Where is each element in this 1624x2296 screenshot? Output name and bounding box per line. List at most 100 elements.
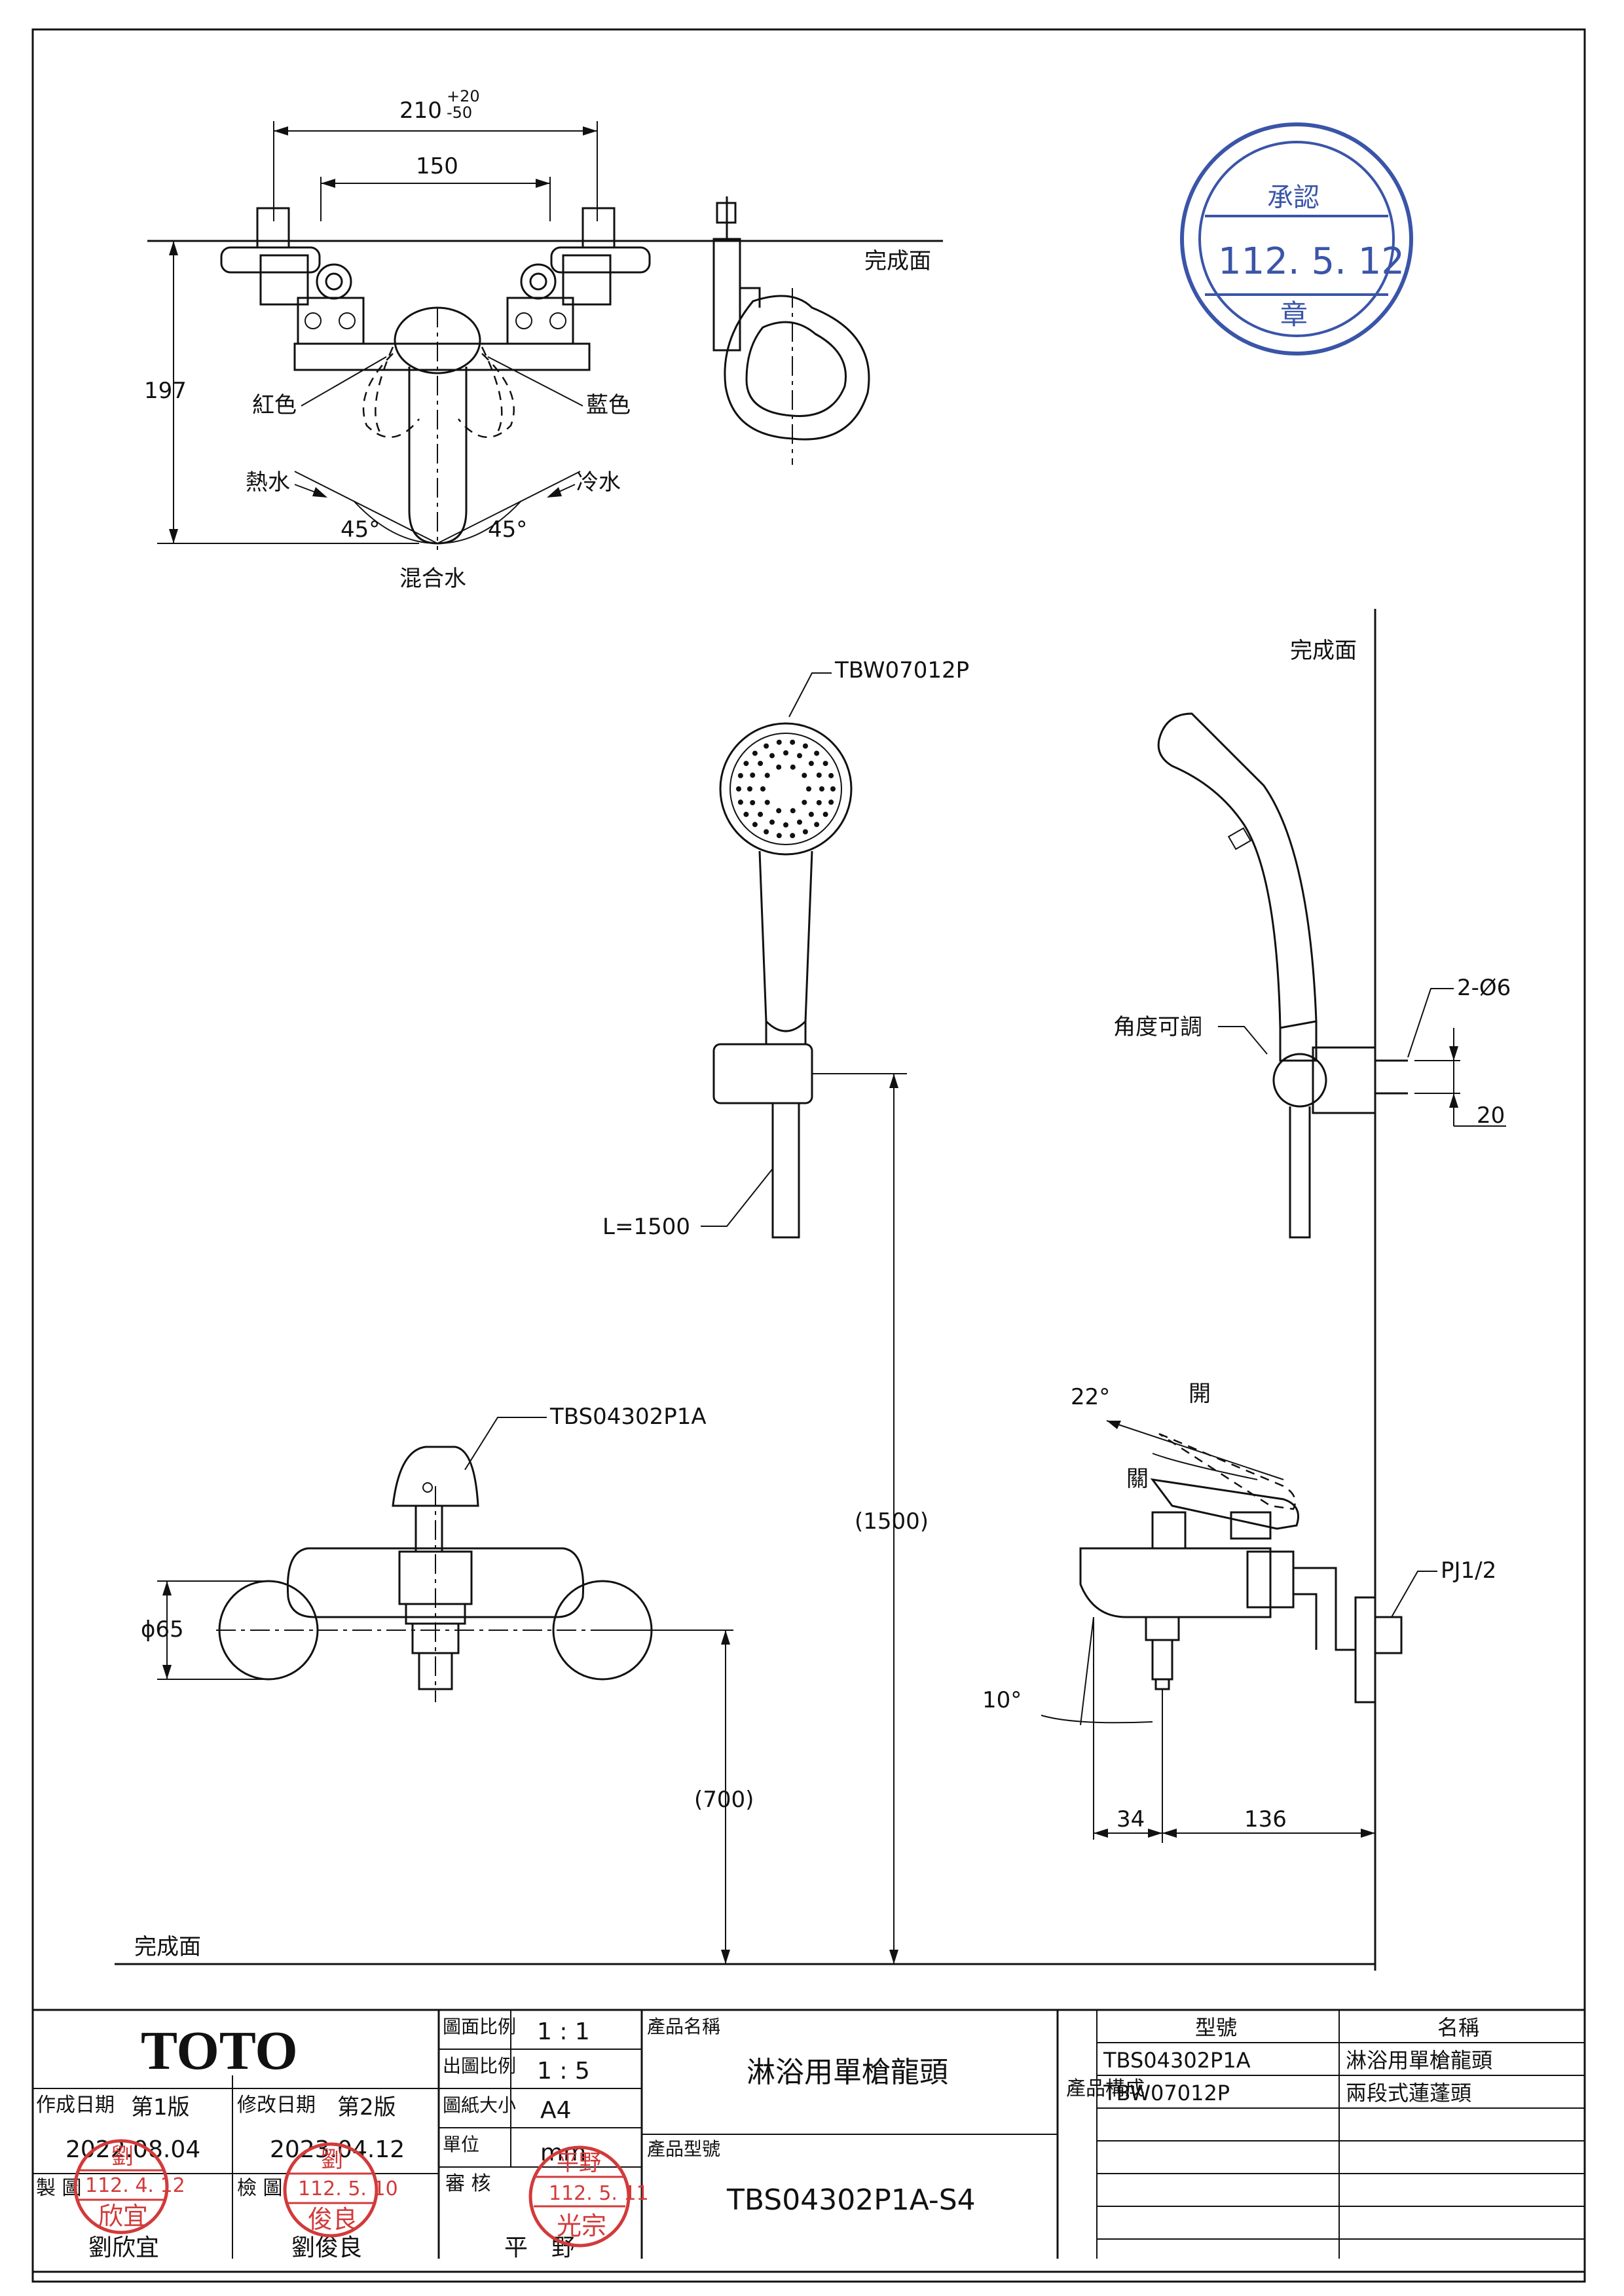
bottom-finished-surface-label: 完成面 — [134, 1934, 201, 1960]
label-mixed: 混合水 — [399, 566, 466, 592]
revised-label: 修改日期 — [237, 2094, 316, 2117]
comp-row-1-name: 淋浴用單槍龍頭 — [1346, 2048, 1492, 2073]
angle-10: 10° — [982, 1687, 1022, 1713]
spray-hole — [790, 764, 796, 770]
product-name-value: 淋浴用單槍龍頭 — [747, 2056, 948, 2089]
angle-adjustable-label: 角度可調 — [1113, 1014, 1202, 1040]
dim-1500: (1500) — [855, 1508, 929, 1535]
spray-hole — [783, 822, 788, 828]
brand-logo: TOTO — [141, 2020, 298, 2081]
pipe-spec: PJ1/2 — [1441, 1558, 1496, 1584]
spray-hole — [802, 799, 807, 805]
faucet-front: TBS04302P1A ϕ65 (700) (1500) — [115, 1073, 1375, 1965]
spray-hole — [776, 808, 782, 814]
review-label: 審 核 — [445, 2172, 491, 2195]
spray-hole — [783, 750, 788, 756]
dim-136: 136 — [1244, 1806, 1287, 1832]
dim-210-tol-minus: -50 — [447, 103, 472, 122]
paper-label: 圖紙大小 — [443, 2094, 516, 2116]
stamp-drawn-name: 欣宜 — [98, 2202, 148, 2231]
spray-hole — [737, 799, 743, 805]
dim-197: 197 — [144, 378, 187, 404]
unit-label: 單位 — [443, 2134, 479, 2155]
dim-phi65: ϕ65 — [141, 1616, 184, 1643]
stamp-drawn: 劉 112. 4. 12 欣宜 — [73, 2139, 185, 2234]
print-scale-value: 1 : 5 — [537, 2058, 590, 2085]
dim-20: 20 — [1477, 1102, 1505, 1129]
spray-hole — [790, 808, 796, 814]
spray-hole — [743, 761, 749, 767]
spray-hole — [797, 753, 802, 759]
spray-hole — [814, 750, 820, 756]
spray-hole — [758, 811, 764, 817]
spray-hole — [814, 822, 820, 828]
spray-hole — [797, 819, 802, 825]
spray-hole — [776, 764, 782, 770]
dim-210: 210 — [399, 98, 442, 124]
stamp-review: 平野 112. 5. 11 光宗 — [528, 2145, 649, 2248]
spray-hole — [750, 800, 756, 805]
stamp-review-surname: 平野 — [557, 2150, 601, 2176]
hand-shower-front: TBW07012P L=1500 — [602, 657, 969, 1240]
angle-right: 45° — [488, 517, 527, 543]
spray-hole — [764, 743, 769, 749]
stamp-checked-name: 俊良 — [308, 2205, 358, 2234]
spray-hole — [764, 829, 769, 835]
comp-row-1-model: TBS04302P1A — [1103, 2048, 1251, 2073]
front-finished-surface-label: 完成面 — [864, 248, 931, 274]
dim-34: 34 — [1116, 1806, 1145, 1832]
spray-hole — [750, 773, 756, 778]
spray-hole — [802, 743, 808, 749]
spray-hole — [816, 773, 822, 778]
spray-hole — [752, 822, 758, 828]
spray-hole — [790, 739, 796, 745]
approval-title: 承認 — [1267, 183, 1320, 213]
spray-hole — [828, 799, 834, 805]
stamp-drawn-date: 112. 4. 12 — [85, 2174, 185, 2197]
stamp-checked: 劉 112. 5. 10 俊良 — [283, 2142, 398, 2238]
hand-shower-side: 完成面 角度可調 2-Ø6 20 — [1113, 609, 1511, 1971]
drawing-scale-label: 圖面比例 — [443, 2016, 516, 2037]
angle-left: 45° — [341, 517, 380, 543]
spray-hole — [736, 786, 741, 792]
spray-hole — [822, 811, 828, 817]
paper-value: A4 — [540, 2097, 572, 2124]
spray-hole — [828, 773, 834, 778]
label-blue: 藍色 — [586, 392, 631, 418]
revised-date: 2023.04.12 — [270, 2136, 405, 2163]
spray-hole — [802, 773, 807, 778]
spray-hole — [816, 800, 822, 805]
spray-hole — [806, 786, 811, 792]
product-name-label: 產品名稱 — [647, 2016, 720, 2037]
product-model-label: 產品型號 — [647, 2138, 720, 2160]
approval-seal: 章 — [1280, 299, 1308, 331]
spray-hole — [790, 833, 796, 839]
spray-hole — [769, 753, 775, 759]
side-finished-surface-label: 完成面 — [1290, 638, 1357, 664]
bracket-view — [712, 196, 870, 465]
label-open: 開 — [1189, 1381, 1211, 1407]
created-version: 第1版 — [131, 2094, 190, 2121]
approval-date: 112. 5. 12 — [1218, 240, 1405, 283]
sheet-border — [31, 28, 1586, 2283]
spray-hole — [747, 786, 752, 792]
label-cold: 冷水 — [576, 469, 621, 496]
stamp-review-date: 112. 5. 11 — [549, 2182, 649, 2205]
comp-header-name: 名稱 — [1437, 2015, 1479, 2040]
spray-hole — [743, 811, 749, 817]
spray-hole — [822, 761, 828, 767]
spray-hole — [737, 773, 743, 778]
checked-name: 劉俊良 — [291, 2234, 362, 2261]
checked-label: 檢 圖 — [237, 2177, 283, 2200]
spray-hole — [758, 761, 764, 767]
spray-hole — [819, 786, 824, 792]
comp-row-2-model: TBW07012P — [1103, 2081, 1230, 2105]
comp-row-2-name: 兩段式蓮蓬頭 — [1346, 2081, 1471, 2105]
spray-hole — [802, 829, 808, 835]
composition-label-text: 產品構成 — [1066, 2077, 1145, 2100]
stamp-checked-date: 112. 5. 10 — [298, 2178, 398, 2200]
stamp-checked-surname: 劉 — [321, 2147, 343, 2173]
spray-hole — [808, 761, 814, 767]
created-label: 作成日期 — [36, 2094, 115, 2117]
